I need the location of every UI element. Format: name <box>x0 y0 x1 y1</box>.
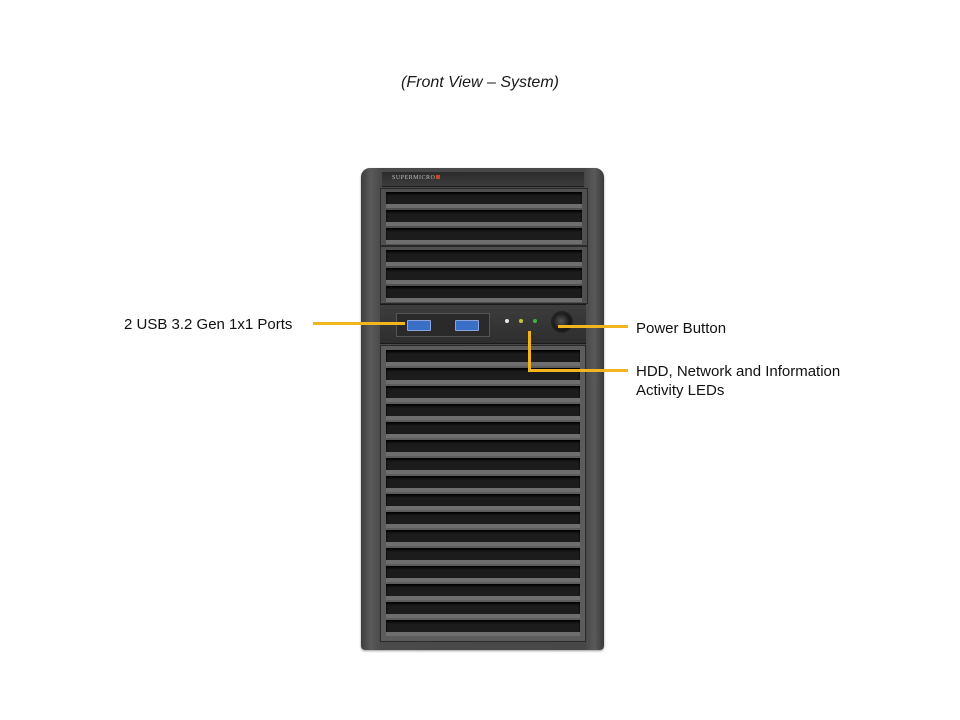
led-yellow-icon <box>519 319 523 323</box>
grille-slat <box>386 458 580 474</box>
bay-slot <box>386 228 582 244</box>
bay-slot <box>386 210 582 226</box>
grille-slat <box>386 530 580 546</box>
leader-line-power <box>558 325 628 328</box>
grille-slat <box>386 566 580 582</box>
callout-usb-label: 2 USB 3.2 Gen 1x1 Ports <box>124 316 293 333</box>
brand-logo: SUPERMICRO <box>392 175 441 181</box>
usb-port-icon[interactable] <box>455 320 479 331</box>
grille-slat <box>386 494 580 510</box>
server-tower-chassis: SUPERMICRO <box>361 168 604 650</box>
usb-port-frame <box>396 313 490 337</box>
drive-bay-1 <box>380 188 588 246</box>
grille-slat <box>386 584 580 600</box>
top-brand-bar: SUPERMICRO <box>382 172 584 187</box>
front-vent-grille <box>380 345 586 642</box>
front-io-panel <box>380 304 586 344</box>
grille-slat <box>386 386 580 402</box>
brand-mark-icon <box>436 175 441 179</box>
grille-slat <box>386 368 580 384</box>
grille-slat <box>386 476 580 492</box>
bay-slot <box>386 192 582 208</box>
power-button-icon[interactable] <box>551 311 573 333</box>
led-green-icon <box>533 319 537 323</box>
grille-slat <box>386 440 580 456</box>
grille-slat <box>386 350 580 366</box>
callout-power-label: Power Button <box>636 320 727 337</box>
grille-slat <box>386 548 580 564</box>
bay-slot <box>386 286 582 302</box>
figure-caption: (Front View – System) <box>401 74 559 91</box>
callout-leds-label: HDD, Network and Information Activity LE… <box>636 363 841 399</box>
grille-slat <box>386 512 580 528</box>
grille-slat <box>386 404 580 420</box>
led-white-icon <box>505 319 509 323</box>
leader-line-usb <box>313 322 405 325</box>
grille-slat <box>386 620 580 636</box>
grille-slat <box>386 422 580 438</box>
grille-slat <box>386 602 580 618</box>
leader-line-leds-vertical <box>528 331 531 372</box>
drive-bay-2 <box>380 246 588 304</box>
leader-line-leds-horizontal <box>528 369 628 372</box>
bay-slot <box>386 268 582 284</box>
usb-port-icon[interactable] <box>407 320 431 331</box>
bay-slot <box>386 250 582 266</box>
